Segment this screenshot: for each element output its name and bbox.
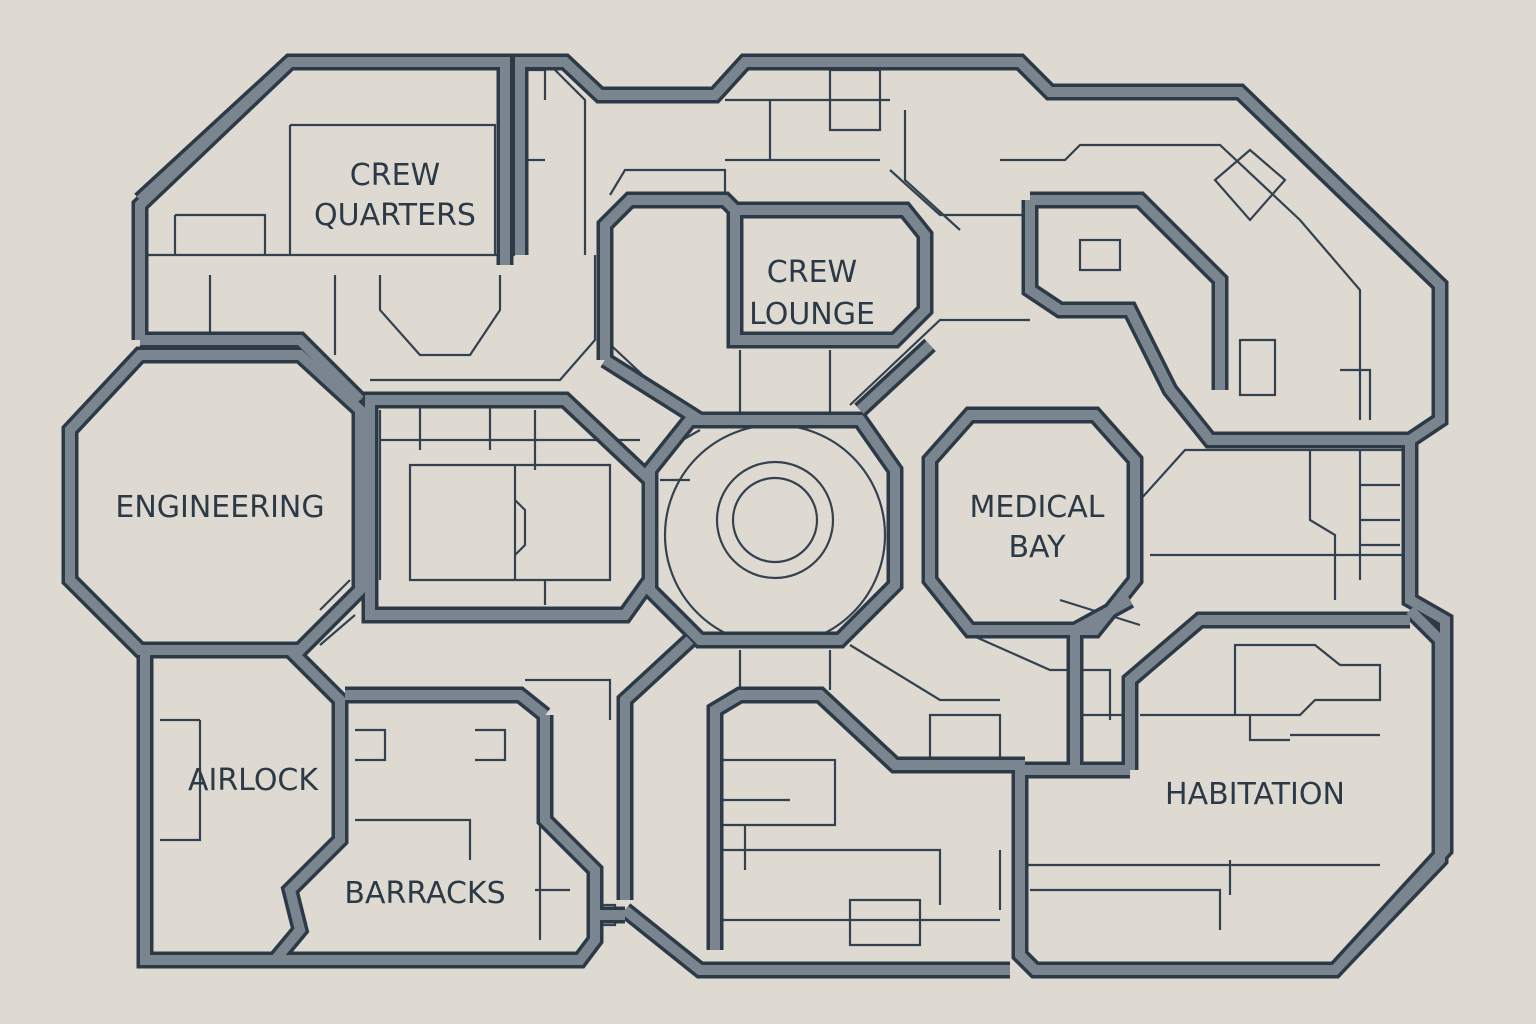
central-left-wall bbox=[361, 391, 659, 624]
label-crew-lounge-line1: CREW bbox=[767, 255, 857, 290]
engineering-wall-fill bbox=[65, 350, 365, 655]
crew-lounge-wall-fill bbox=[730, 205, 930, 345]
label-medical-bay-line2: BAY bbox=[1008, 530, 1066, 565]
label-crew-quarters-line2: QUARTERS bbox=[314, 198, 476, 233]
north-east-corridor-wall-fill bbox=[856, 195, 1410, 445]
label-barracks: BARRACKS bbox=[344, 876, 505, 911]
interior-lines bbox=[140, 59, 1410, 947]
crew-quarters-wall-fill bbox=[136, 58, 510, 265]
habitation-wall-fill bbox=[1040, 606, 1445, 975]
medical-bay-wall-fill bbox=[925, 410, 1140, 635]
south-corridor-wall-fill bbox=[595, 636, 1025, 975]
crew-lounge-outer-wall bbox=[596, 191, 747, 428]
walls bbox=[61, 53, 1454, 979]
barracks-wall-fill bbox=[275, 715, 600, 965]
label-crew-lounge-line2: LOUNGE bbox=[749, 297, 875, 332]
central-hub-wall-fill bbox=[645, 415, 900, 645]
room-labels: CREW QUARTERS CREW LOUNGE ENGINEERING ME… bbox=[115, 158, 1345, 911]
crew-lounge-outer-wall-fill bbox=[600, 195, 744, 425]
label-habitation: HABITATION bbox=[1165, 777, 1345, 812]
label-airlock: AIRLOCK bbox=[188, 763, 319, 798]
label-crew-quarters-line1: CREW bbox=[350, 158, 440, 193]
label-engineering: ENGINEERING bbox=[115, 490, 324, 525]
airlock-wall-fill bbox=[140, 646, 549, 965]
label-medical-bay-line1: MEDICAL bbox=[970, 490, 1105, 525]
